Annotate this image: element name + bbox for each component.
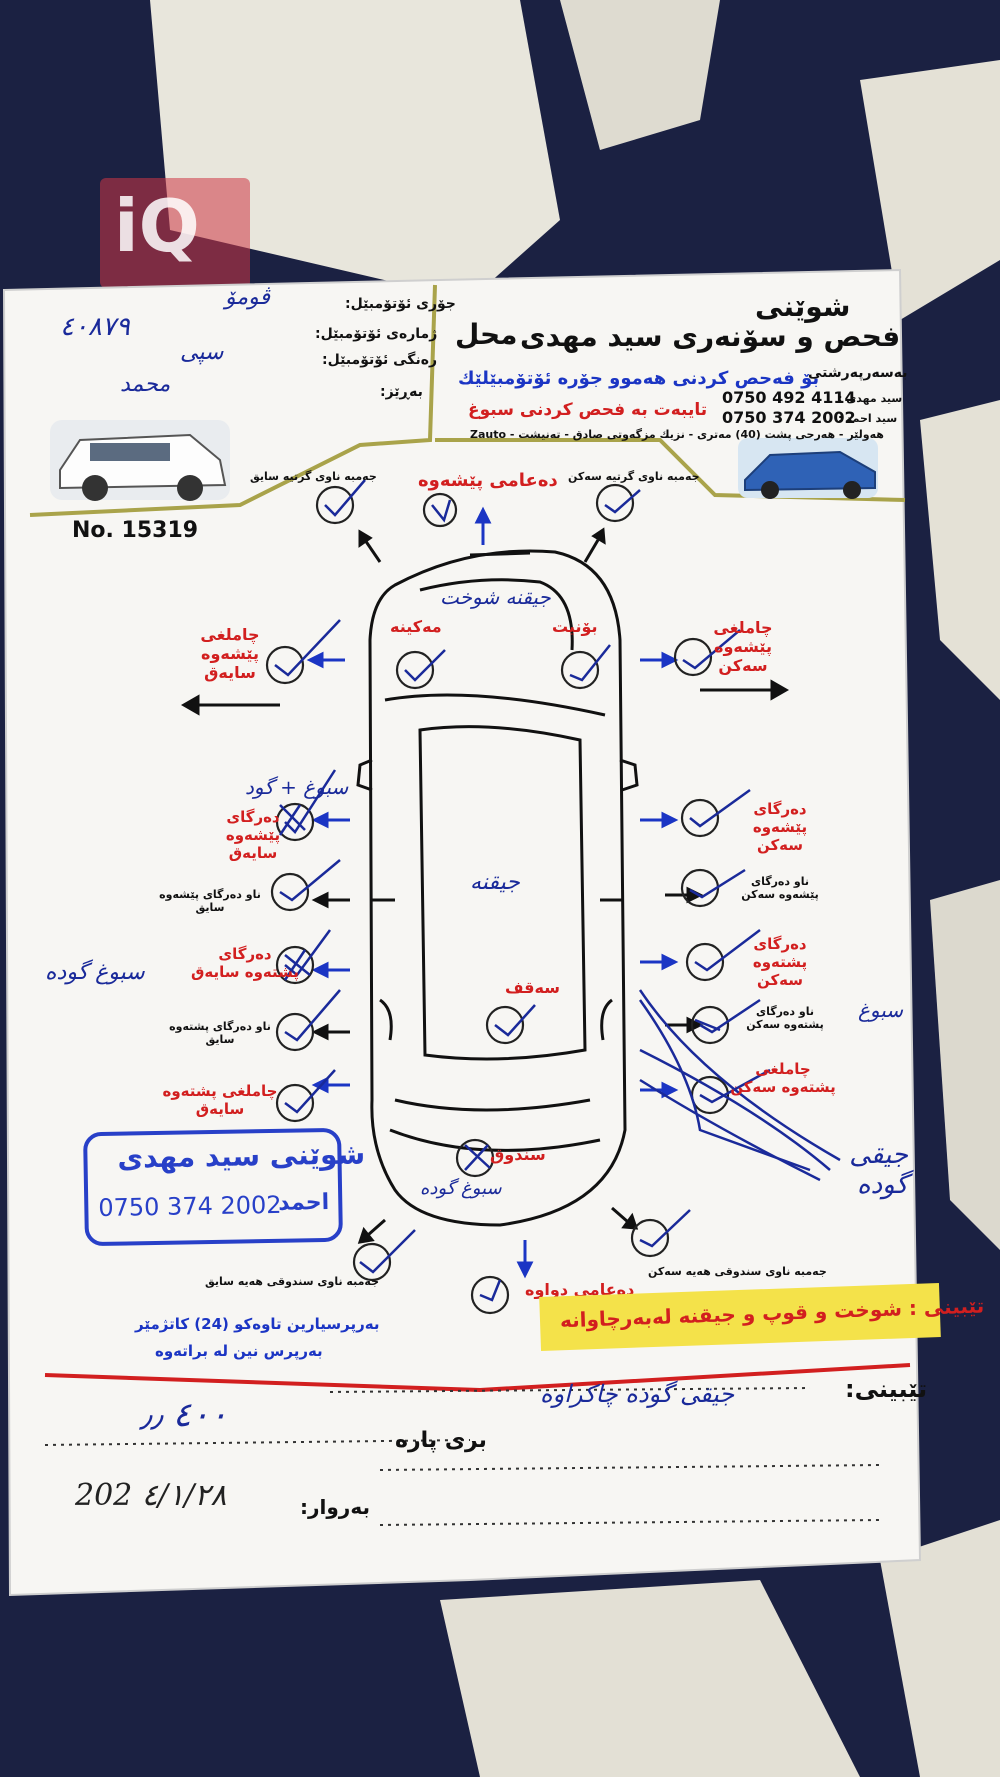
- note-label: تێبینی:: [845, 1375, 928, 1403]
- handwriting-rear-side-note: سبوغ: [858, 998, 904, 1022]
- label-right-rear-door: دەرگای پشتەوە سەکن: [752, 935, 808, 989]
- label-right-front-door: دەرگای پێشەوە سەکن: [752, 800, 808, 854]
- label-rear-right-chassis: جەمبە ناوی سندوقی هەیە سەکن: [648, 1265, 827, 1278]
- handwriting-front-door-note: سبوغ + گود: [245, 775, 349, 799]
- car-type-value: ڤومۆ: [225, 285, 271, 310]
- stamp-phone: 0750 374 2002: [98, 1190, 282, 1223]
- responsibility-line-2: بەرپرس نین لە براتەوە: [155, 1342, 323, 1360]
- label-front-right-chassis: جەمبە ناوی گرتیە سەکن: [568, 470, 700, 483]
- stamp-name: احمد: [278, 1189, 330, 1216]
- amount-value: ٤٠٠ ٫٫: [140, 1395, 228, 1435]
- owner-label: بەڕێز:: [380, 384, 423, 400]
- owner-value: محمد: [120, 372, 171, 397]
- brand-mahal: محل: [455, 318, 518, 351]
- car-number-label: ژمارەی ئۆتۆمبێل:: [315, 326, 438, 342]
- handwriting-roof-note: جیقنە: [470, 870, 520, 895]
- car-color-label: رەنگی ئۆتۆمبێل:: [322, 352, 438, 368]
- handwriting-engine-note: جیقنە شوخت: [440, 585, 551, 609]
- handwriting-rear-fender-note: جیقی گودە: [849, 1140, 908, 1200]
- label-left-inner-front-door: ناو دەرگای پێشەوە سایق: [159, 888, 261, 914]
- label-left-rear-fender: چاملغی پشتەوە سایەق: [162, 1082, 278, 1118]
- phone-2-label: سید احمد :: [838, 412, 898, 425]
- handwriting-rear-door-note: سبوغ گودە: [45, 960, 145, 985]
- brand-line-1: شوێنی: [755, 290, 851, 323]
- amount-label: بری پارە: [395, 1428, 487, 1453]
- label-right-inner-rear-door: ناو دەرگای پشتەوە سەکن: [746, 1005, 824, 1031]
- label-trunk: سندوق: [490, 1145, 546, 1164]
- label-left-front-fender: چاملغی پێشەوە سایەق: [200, 625, 260, 682]
- label-left-inner-rear-door: ناو دەرگای پشتەوە سایق: [169, 1020, 271, 1046]
- label-roof: سەقف: [505, 978, 560, 997]
- date-value: 202 ٤/١/٢٨: [75, 1478, 227, 1513]
- label-front-bumper: دەعامی پێشەوە: [418, 470, 558, 491]
- car-type-label: جۆری ئۆتۆمبێل:: [345, 296, 456, 312]
- label-left-rear-door: دەرگای پشتەوە سایەق: [190, 945, 300, 981]
- responsibility-line-1: بەرپرسیارین تاوەکو (24) کاتژمێر: [135, 1315, 380, 1333]
- label-engine: مەکینە: [390, 617, 442, 636]
- label-right-inner-front-door: ناو دەرگای پێشەوە سەکن: [741, 875, 819, 901]
- label-front-left-chassis: جەمبە ناوی گرتیە سایق: [250, 470, 377, 483]
- iq-watermark-logo: iQ: [100, 178, 250, 288]
- address: هەولێر - هەرحی پشت (40) مەتری - نزیك مزگ…: [470, 428, 884, 441]
- receipt-number: No. 15319: [72, 518, 199, 543]
- stamp-title: شوێنی سید مهدی: [117, 1137, 366, 1175]
- label-left-front-door: دەرگای پێشەوە سایەق: [225, 808, 281, 862]
- company-stamp: شوێنی سید مهدی 0750 374 2002 احمد: [83, 1127, 365, 1247]
- phone-1: 0750 492 4114: [722, 388, 856, 407]
- car-number-value: ٤٠٨٧٩: [60, 312, 130, 342]
- note-value: جیقی گودە چاکراوە: [540, 1380, 735, 1408]
- tagline: بۆ فەحص کردنی هەموو جۆرە ئۆتۆمبێلێك: [458, 368, 820, 389]
- brand-line-2: فحص و سۆنەری سید مهدی: [520, 320, 901, 353]
- banner-note: تێبینی : شوخت و قوپ و جیقنە لەبەرچاوانە: [559, 1293, 985, 1333]
- phone-1-label: سید مهدی :: [838, 392, 903, 405]
- label-right-front-fender: چاملغی پێشەوە سەکن: [713, 618, 773, 675]
- date-label: بەروار:: [300, 1495, 370, 1519]
- tagline-2: تایبەت بە فحص کردنی سبوغ: [468, 400, 708, 420]
- label-bonnet: بۆنیت: [552, 617, 598, 636]
- car-color-value: سپی: [180, 340, 224, 365]
- manager-label: بەسەرپەرشتی: [808, 365, 908, 381]
- label-right-rear-fender: چاملغی پشتەوە سەکن: [730, 1060, 836, 1096]
- label-rear-left-chassis: جەمبە ناوی سندوقی هەیە سایق: [205, 1275, 379, 1288]
- handwriting-trunk-note: سبوغ گودە: [420, 1178, 502, 1199]
- phone-2: 0750 374 2002: [722, 408, 856, 427]
